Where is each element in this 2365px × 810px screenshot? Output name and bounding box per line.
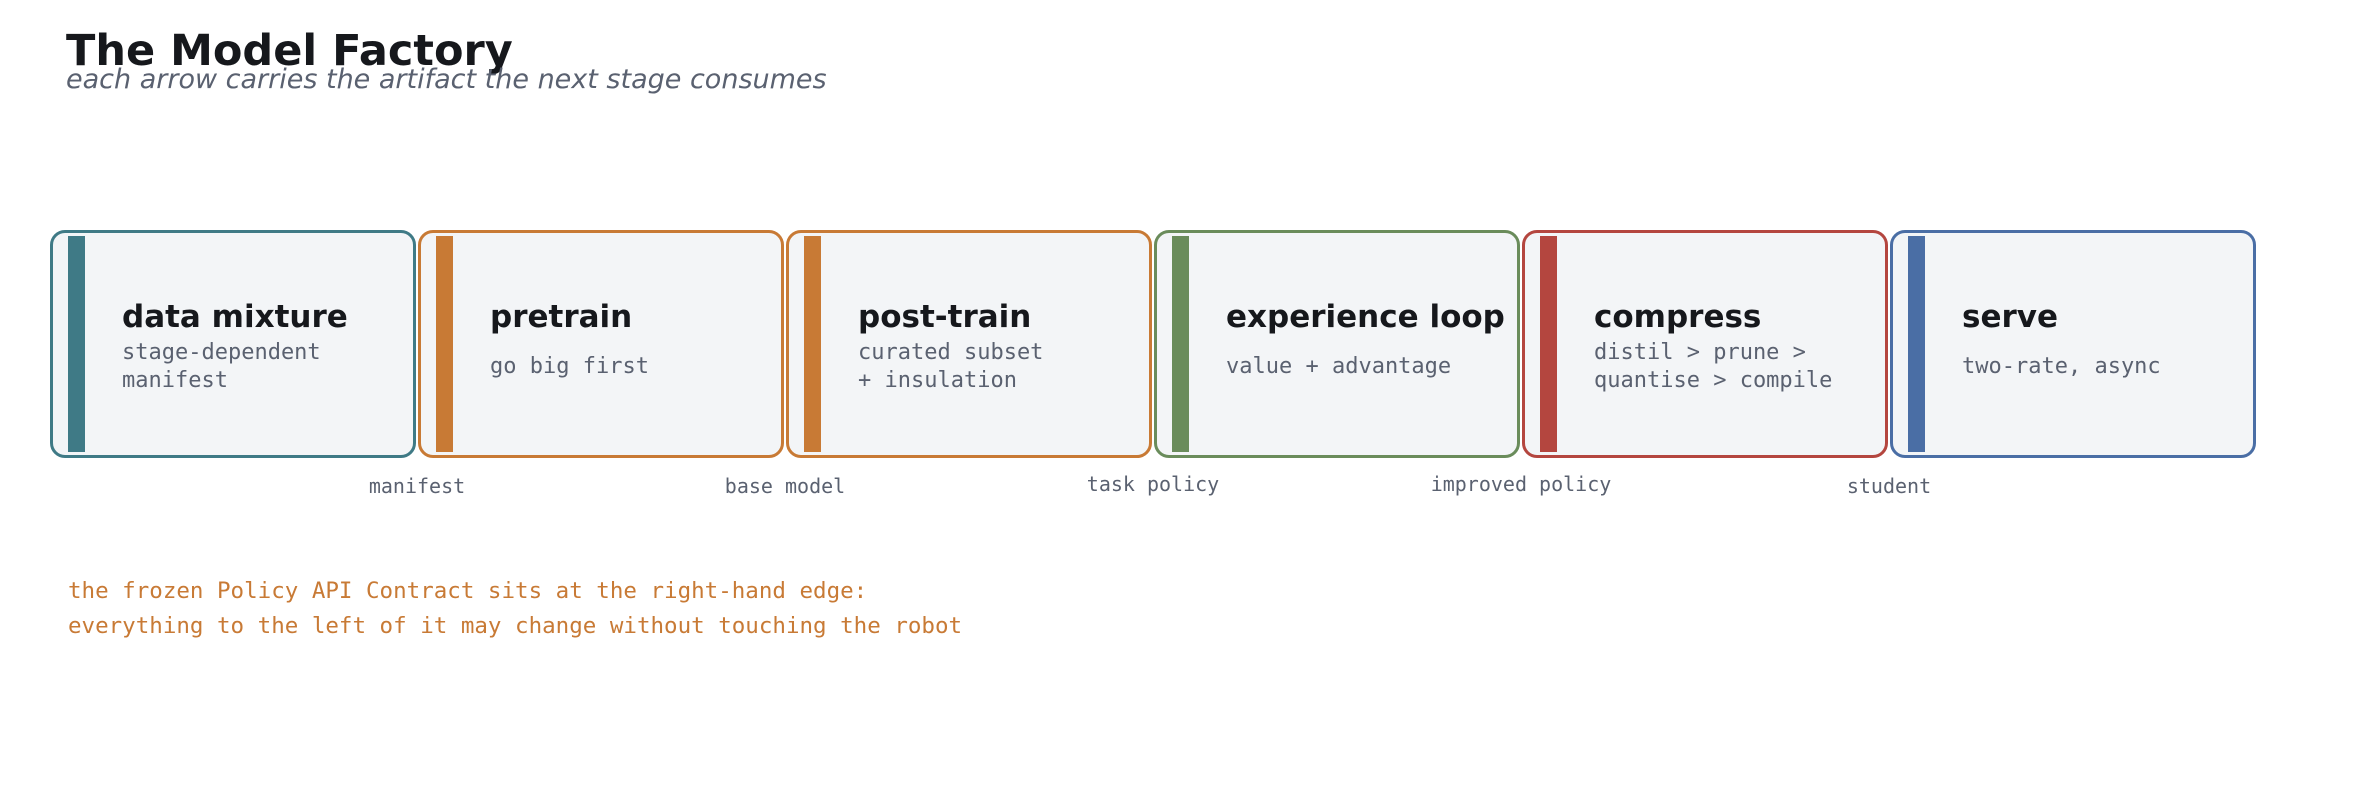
artifact-label-task-policy: task policy	[1086, 472, 1220, 496]
stage-title: data mixture	[122, 299, 348, 335]
footnote-line-2: everything to the left of it may change …	[68, 613, 963, 639]
footnote: the frozen Policy API Contract sits at t…	[68, 574, 962, 644]
stage-compress: compress distil > prune > quantise > com…	[1522, 230, 1888, 458]
stage-accent-bar	[68, 236, 85, 452]
stage-title: experience loop	[1226, 299, 1505, 335]
footnote-line-1: the frozen Policy API Contract sits at t…	[68, 578, 868, 604]
stage-title: pretrain	[490, 299, 633, 335]
stage-pretrain: pretrain go big first	[418, 230, 784, 458]
artifact-label-improved-policy: improved policy	[1430, 472, 1612, 496]
stage-serve: serve two-rate, async	[1890, 230, 2256, 458]
stage-experience-loop: experience loop value + advantage	[1154, 230, 1520, 458]
stage-accent-bar	[1540, 236, 1557, 452]
stage-description: curated subset + insulation	[858, 340, 1044, 393]
stage-title: compress	[1594, 299, 1762, 335]
stage-title: post-train	[858, 299, 1032, 335]
stage-description: distil > prune > quantise > compile	[1594, 340, 1833, 393]
stage-description: stage-dependent manifest	[122, 340, 321, 393]
artifact-label-student: student	[1846, 474, 1932, 498]
artifact-label-base-model: base model	[724, 474, 846, 498]
stage-title: serve	[1962, 299, 2058, 335]
stage-accent-bar	[436, 236, 453, 452]
stage-accent-bar	[1908, 236, 1925, 452]
page-title: The Model Factory	[66, 26, 513, 76]
stage-data-mixture: data mixture stage-dependent manifest	[50, 230, 416, 458]
page-subtitle: each arrow carries the artifact the next…	[66, 64, 827, 95]
artifact-label-manifest: manifest	[368, 474, 466, 498]
stage-description: value + advantage	[1226, 354, 1452, 379]
stage-description: two-rate, async	[1962, 354, 2161, 379]
stage-accent-bar	[804, 236, 821, 452]
stage-accent-bar	[1172, 236, 1189, 452]
stage-post-train: post-train curated subset + insulation	[786, 230, 1152, 458]
stage-description: go big first	[490, 354, 649, 379]
